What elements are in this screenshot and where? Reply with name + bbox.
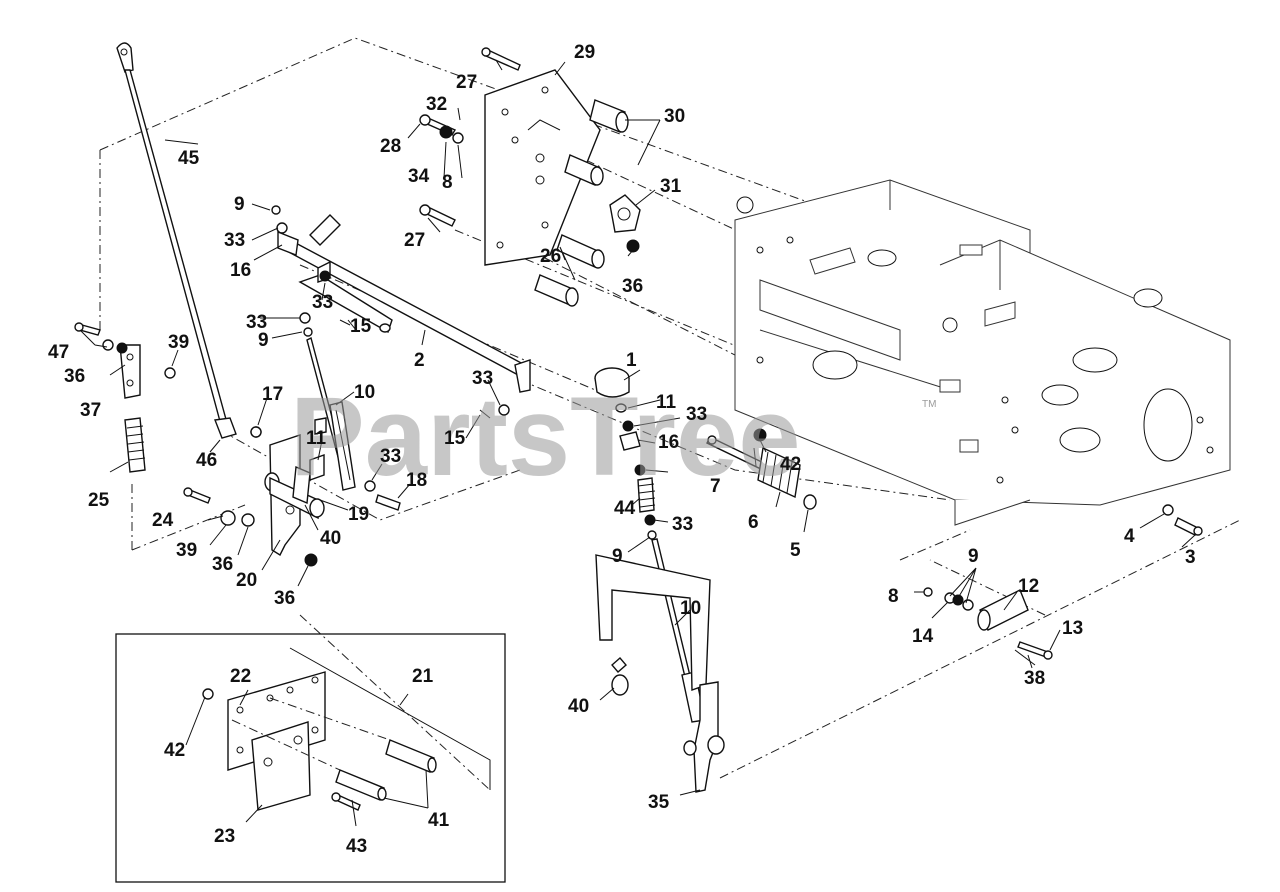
callout-32: 32 [426, 94, 447, 115]
callout-1: 1 [626, 350, 637, 371]
callout-27-lower: 27 [404, 230, 425, 251]
callout-16-left: 16 [230, 260, 251, 281]
callout-33-knob: 33 [686, 404, 707, 425]
callout-36-upper: 36 [622, 276, 643, 297]
callout-5: 5 [790, 540, 801, 561]
callout-38: 38 [1024, 668, 1045, 689]
callout-33-left: 33 [246, 312, 267, 333]
callout-36-bracket: 36 [212, 554, 233, 575]
callout-36-left: 36 [64, 366, 85, 387]
callout-47: 47 [48, 342, 69, 363]
callout-41: 41 [428, 810, 450, 831]
control-rod [116, 42, 237, 439]
callout-37: 37 [80, 400, 101, 421]
callout-29: 29 [574, 42, 595, 63]
callout-3: 3 [1185, 547, 1196, 568]
callout-19: 19 [348, 504, 369, 525]
callout-8-right: 8 [888, 586, 899, 607]
callout-30: 30 [664, 106, 685, 127]
callout-15-lower: 15 [444, 428, 466, 449]
callout-4: 4 [1124, 526, 1135, 547]
callout-33-bracket: 33 [380, 446, 401, 467]
callout-33-upper: 33 [224, 230, 245, 251]
callout-35: 35 [648, 792, 670, 813]
callout-34: 34 [408, 166, 430, 187]
callout-43: 43 [346, 836, 367, 857]
callout-11-center: 11 [656, 392, 677, 413]
callout-45: 45 [178, 148, 200, 169]
callout-10-center: 10 [680, 598, 701, 619]
callout-42-right: 42 [780, 454, 801, 475]
callout-15-upper: 15 [350, 316, 372, 337]
callout-9-upper: 9 [234, 194, 245, 215]
callout-18: 18 [406, 470, 427, 491]
right-hardware [923, 504, 1203, 666]
callout-27-upper: 27 [456, 72, 477, 93]
callout-2: 2 [414, 350, 425, 371]
callout-12: 12 [1018, 576, 1039, 597]
callout-23: 23 [214, 826, 235, 847]
callout-31: 31 [660, 176, 682, 197]
callout-25: 25 [88, 490, 110, 511]
callout-42-inset: 42 [164, 740, 185, 761]
callout-6: 6 [748, 512, 759, 533]
callout-33-spring: 33 [672, 514, 693, 535]
callout-40-center: 40 [568, 696, 589, 717]
left-hardware [74, 205, 510, 567]
callout-26: 26 [540, 246, 561, 267]
watermark-trademark: TM [922, 399, 936, 410]
callout-39-lower: 39 [176, 540, 197, 561]
callout-9-right: 9 [968, 546, 979, 567]
watermark-text: PartsTree [290, 374, 801, 499]
callout-16-center: 16 [658, 432, 679, 453]
callout-10-left: 10 [354, 382, 375, 403]
callout-24: 24 [152, 510, 174, 531]
callout-44: 44 [614, 498, 636, 519]
callout-20: 20 [236, 570, 257, 591]
callout-14: 14 [912, 626, 934, 647]
callout-9-left: 9 [258, 330, 269, 351]
callout-labels: 1 2 3 4 5 6 7 8 8 9 9 9 9 10 10 11 11 12… [48, 42, 1196, 857]
callout-28: 28 [380, 136, 401, 157]
callout-11-left: 11 [306, 428, 327, 449]
callout-9-center: 9 [612, 546, 623, 567]
callout-33-bar: 33 [312, 292, 333, 313]
inset-detail [115, 633, 506, 883]
leader-lines [79, 59, 1196, 827]
center-hardware [594, 367, 817, 793]
callout-39-upper: 39 [168, 332, 189, 353]
callout-13: 13 [1062, 618, 1083, 639]
callout-21: 21 [412, 666, 434, 687]
callout-33-mid: 33 [472, 368, 493, 389]
plate-hardware [419, 47, 641, 307]
callout-22: 22 [230, 666, 251, 687]
chassis-frame [734, 179, 1231, 526]
callout-8-upper: 8 [442, 172, 453, 193]
lift-bar [277, 214, 531, 393]
callout-46: 46 [196, 450, 217, 471]
mounting-plate [484, 69, 601, 266]
callout-36-lower: 36 [274, 588, 295, 609]
callout-7: 7 [710, 476, 721, 497]
callout-40-left: 40 [320, 528, 341, 549]
callout-17: 17 [262, 384, 283, 405]
